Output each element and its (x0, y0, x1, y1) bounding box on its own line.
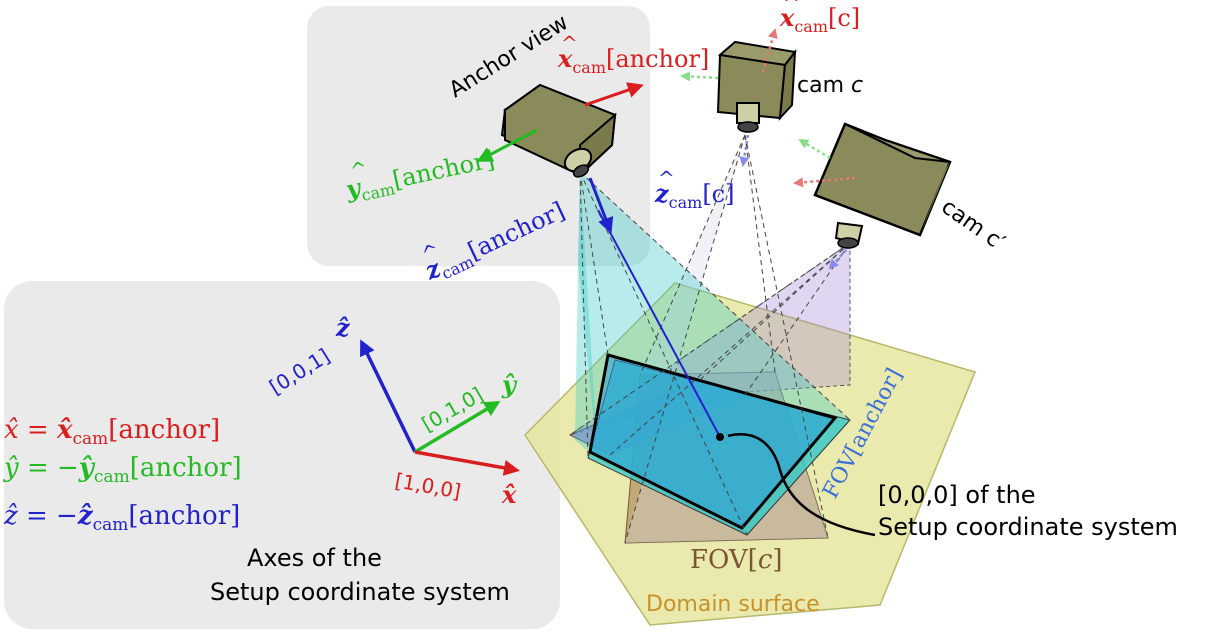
setup-y-axis-label: ŷ (501, 370, 518, 399)
cam-c-icon (716, 40, 797, 133)
axes-caption-line1: Axes of the (247, 544, 382, 572)
fov-anchor-projection-side (575, 172, 598, 460)
origin-label-line1: [0,0,0] of the (878, 481, 1036, 509)
anchor-x-arrow (584, 82, 644, 107)
anchor-view-panel (307, 6, 650, 266)
cam-c-prime-label: cam c′ (937, 194, 1010, 255)
cam-c-z-hat: ^ (658, 166, 675, 190)
anchor-y-arrow (476, 128, 538, 162)
fov-c-label: FOV[c] (690, 545, 783, 575)
cam-c-x-arrow (761, 28, 778, 73)
setup-x-axis-label: x̂ (501, 480, 517, 509)
cam-c-label: cam c (797, 73, 863, 98)
cam-c-z-label: zcam[c] (654, 179, 734, 212)
equation-y: ŷ = −ŷcam[anchor] (3, 453, 242, 487)
cam-c-prime-x-arrow (793, 176, 856, 188)
cam-c-projection-lines (624, 134, 829, 544)
cam-c-prime-z-arrow (828, 249, 847, 270)
axes-panel (4, 281, 560, 629)
cam-c-y-arrow (680, 71, 719, 82)
domain-surface-label: Domain surface (646, 592, 820, 617)
cam-c-prime-y-arrow (798, 138, 831, 160)
cam-c-x-label: xcam[c] (779, 3, 860, 36)
origin-label-line2: Setup coordinate system (878, 513, 1178, 541)
anchor-x-hat: ^ (561, 31, 578, 55)
anchor-x-label: xcam[anchor] (557, 44, 709, 77)
equation-x: x̂ = x̂cam[anchor] (4, 415, 220, 449)
origin-pointer (727, 433, 876, 537)
cam-c-z-arrow (739, 134, 750, 167)
equation-z: ẑ = −ẑcam[anchor] (3, 501, 240, 535)
origin-dot (716, 433, 724, 441)
setup-y-axis (414, 400, 501, 454)
anchor-camera-icon (500, 83, 617, 178)
anchor-z-arrow (588, 177, 614, 234)
setup-x-axis (414, 450, 520, 476)
setup-z-axis-label: ẑ (335, 313, 351, 342)
setup-square (588, 353, 838, 530)
anchor-y-hat: ^ (348, 156, 369, 183)
anchor-optical-axis (597, 209, 721, 438)
cam-c-prime-icon (813, 122, 952, 249)
setup-z-axis (360, 339, 417, 453)
axes-caption-line2: Setup coordinate system (210, 578, 510, 606)
cam-c-x-hat: ^ (783, 0, 800, 15)
